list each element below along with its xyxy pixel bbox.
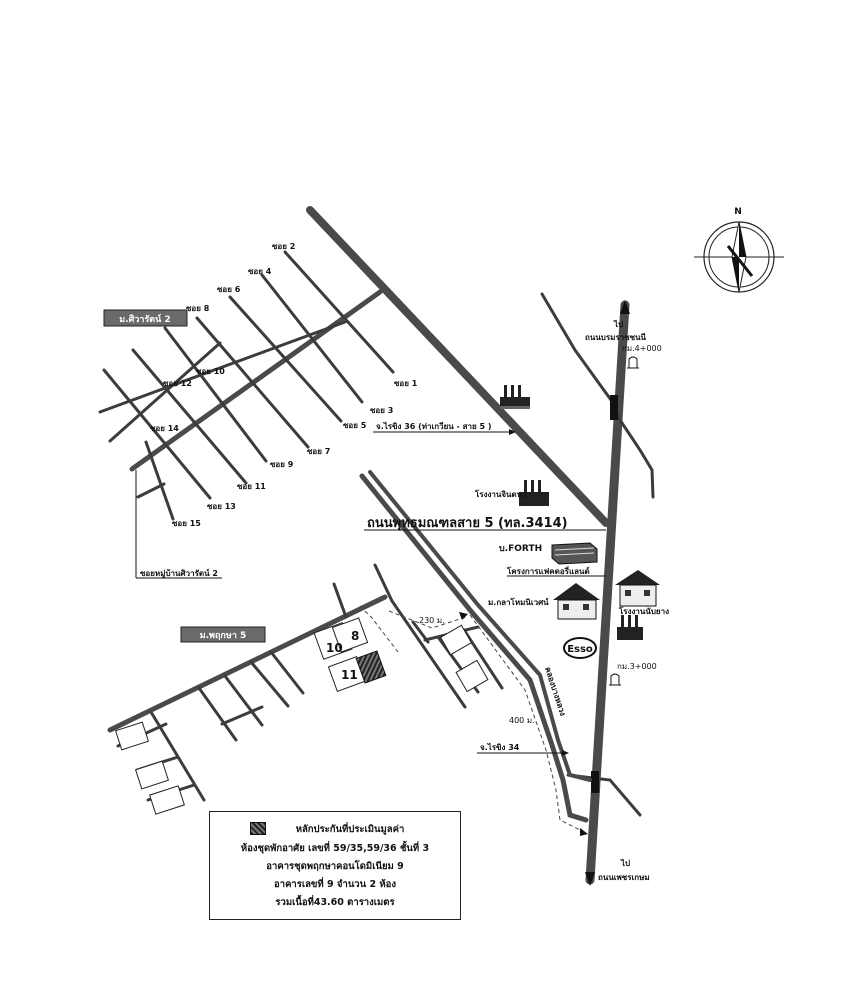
forth-label: บ.FORTH: [499, 544, 542, 554]
siwarat-village-roads: [98, 250, 395, 521]
legend-line-2: อาคารชุดพฤกษาคอนโดมิเนียม 9: [266, 861, 404, 872]
main-road-label: ถนนพุทธมณฑลสาย 5 (ทล.3414): [367, 516, 568, 531]
village-road-label: ซอยหมู่บ้านศิวารัตน์ 2: [140, 568, 218, 579]
north-label: N: [734, 207, 742, 217]
to-north-prefix: ไป: [613, 319, 623, 329]
soi-2-label: ซอย 2: [272, 242, 295, 251]
soi-8-label: ซอย 8: [186, 304, 210, 313]
junction-34-label: จ.ไรขิง 34: [480, 742, 520, 752]
pruksa-tag: [180, 626, 266, 643]
frontage-road-north: [540, 292, 655, 499]
plot-8: [331, 617, 369, 653]
soi-1-label: ซอย 1: [394, 379, 418, 388]
project-label: โครงการแฟคตอรี่แลนด์: [506, 565, 590, 576]
arrow-north-icon: [620, 300, 630, 314]
arrow-south-icon: [585, 872, 595, 886]
north-compass: N: [694, 207, 784, 293]
to-south-label: ถนนเพชรเกษม: [598, 873, 650, 882]
rubber-factory-icon: [617, 615, 643, 640]
soi-9-label: ซอย 9: [270, 460, 294, 469]
km4-label: กม.4+000: [622, 344, 662, 353]
soi-6-label: ซอย 6: [217, 285, 241, 294]
bridge-south: [591, 771, 599, 793]
plot-11-label: 11: [341, 668, 358, 682]
soi-13-label: ซอย 13: [207, 502, 236, 511]
subject-plots: 8 10 11: [313, 617, 387, 692]
forth-building-icon: [551, 542, 598, 565]
distance-400-label: 400 ม.: [509, 716, 535, 725]
route-dash-1: [359, 605, 399, 653]
km3-label: กม.3+000: [617, 662, 657, 671]
lanthong-label: ม.กลาโหมนิเวศน์: [488, 597, 549, 607]
canal-road-west: [359, 473, 589, 823]
soi-4-label: ซอย 4: [248, 267, 272, 276]
legend-swatch: [250, 822, 266, 835]
pruksa-tag-label: ม.พฤกษา 5: [200, 631, 247, 641]
siwarat-tag: [103, 309, 188, 327]
to-south-prefix: ไป: [620, 858, 630, 868]
plot-10-label: 10: [326, 641, 343, 655]
soi-36-road: [306, 206, 610, 527]
distance-230-label: 230 ม.: [419, 616, 445, 625]
junction-36-label: จ.ไรขิง 36 (ท่าเกวียน - สาย 5 ): [376, 421, 492, 431]
soi-14-label: ซอย 14: [150, 424, 179, 433]
soi-15-label: ซอย 15: [172, 519, 201, 528]
soi-12-label: ซอย 12: [163, 379, 192, 388]
canal-label: คลองบางหลวง: [543, 666, 567, 717]
plot-8-label: 8: [351, 629, 359, 643]
route-dash-2: [388, 610, 467, 629]
house-icon: [615, 570, 660, 607]
to-north-label: ถนนบรมราชชนนี: [585, 332, 647, 342]
factory-icon: [500, 385, 530, 409]
frontage-road-south: [566, 773, 642, 817]
km4-post-icon: [628, 356, 638, 369]
legend-line-3: อาคารเลขที่ 9 จำนวน 2 ห้อง: [274, 879, 396, 890]
pruksa-village-roads: [107, 563, 504, 802]
factory-jinda-icon: [519, 480, 549, 506]
canal-road-east: [368, 470, 592, 782]
km3-post-icon: [610, 673, 620, 686]
soi-11-label: ซอย 11: [237, 482, 266, 491]
legend-line-4: รวมเนื้อที่43.60 ตารางเมตร: [275, 897, 395, 908]
factory-jinda-label: โรงงานจินดนา: [474, 489, 527, 499]
house-lanthong-icon: [553, 583, 600, 620]
soi-3-label: ซอย 3: [370, 406, 393, 415]
esso-label: Esso: [567, 644, 593, 655]
esso-logo-icon: [563, 637, 597, 659]
siwarat-tag-label: ม.ศิวารัตน์ 2: [119, 313, 170, 325]
legend-line-1: ห้องชุดพักอาศัย เลขที่ 59/35,59/36 ชั้นท…: [240, 843, 430, 854]
soi-5-label: ซอย 5: [343, 421, 367, 430]
legend-title: หลักประกันที่ประเมินมูลค่า: [295, 824, 405, 835]
rubber-factory-label: โรงงานนับยาง: [618, 606, 669, 616]
legend-box: หลักประกันที่ประเมินมูลค่า ห้องชุดพักอาศ…: [209, 811, 461, 920]
soi-7-label: ซอย 7: [307, 447, 330, 456]
route-dash-3: [469, 614, 587, 834]
soi-10-label: ซอย 10: [196, 367, 225, 376]
subject-unit-hatched: [355, 650, 387, 684]
bridge-north: [610, 395, 618, 420]
